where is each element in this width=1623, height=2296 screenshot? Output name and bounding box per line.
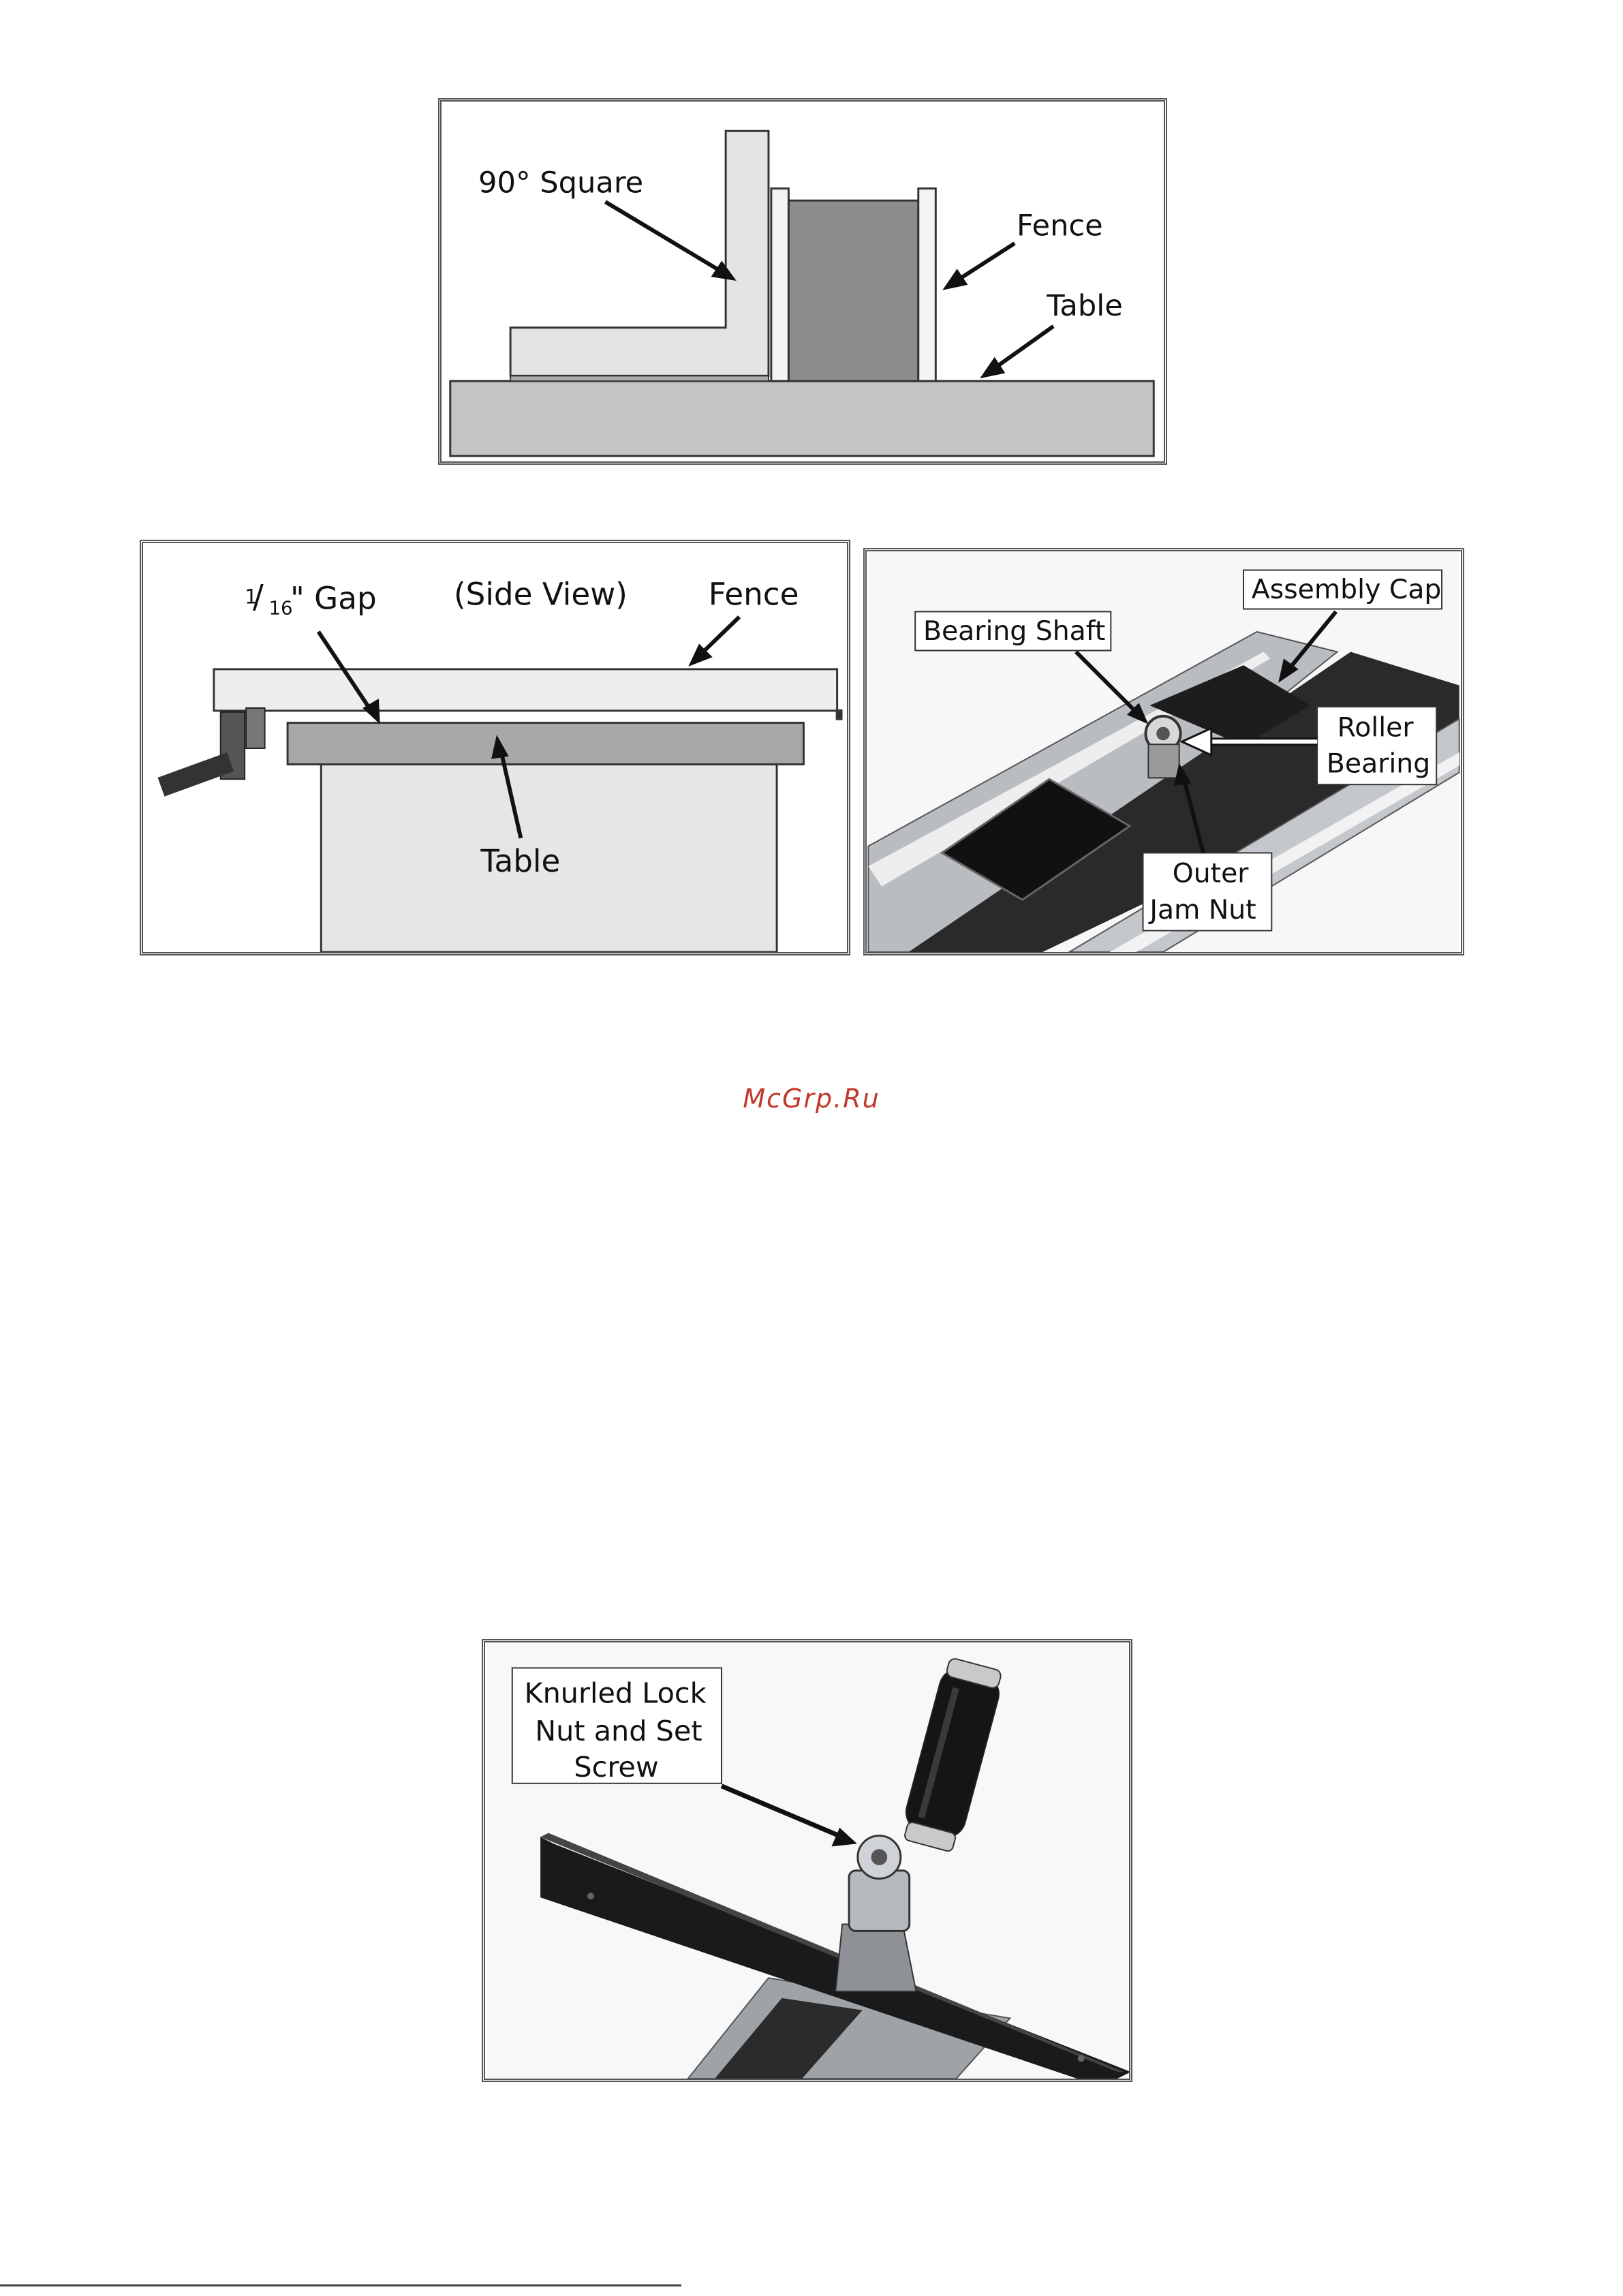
figure-roller-bearing: Bearing Shaft Assembly Cap Roller Bearin… (863, 548, 1464, 955)
label-knurled-lock: Knurled Lock (524, 1677, 706, 1710)
label-table: Table (1046, 289, 1123, 323)
label-jam-nut: Jam Nut (1147, 894, 1256, 925)
svg-text:/: / (253, 578, 264, 615)
label-assembly-cap: Assembly Cap (1252, 574, 1442, 605)
label-screw: Screw (574, 1751, 658, 1784)
label-outer: Outer (1173, 858, 1249, 889)
knurled-lock-nut-photo: Knurled Lock Nut and Set Screw (485, 1642, 1129, 2079)
arrow-icon (605, 202, 736, 281)
footer-rule (0, 2284, 681, 2286)
label-bearing: Bearing (1327, 748, 1430, 779)
figure-side-view-gap: 1 / 16 " Gap (Side View) Fence Table (140, 540, 850, 955)
label-bearing-shaft: Bearing Shaft (923, 615, 1105, 647)
square-fence-diagram: 90° Square Fence Table (442, 102, 1164, 461)
gap-label: " Gap (290, 580, 377, 616)
fence-bar (214, 669, 837, 711)
watermark-text: McGrp.Ru (0, 1084, 1623, 1114)
fence-body (788, 200, 918, 381)
gap-denominator: 16 (269, 597, 293, 619)
table-shape (450, 381, 1154, 456)
fence-right-face (918, 189, 936, 382)
roller-bearing-photo: Bearing Shaft Assembly Cap Roller Bearin… (867, 551, 1461, 952)
arrow-icon (942, 243, 1015, 290)
label-nut-and-set: Nut and Set (535, 1715, 702, 1747)
figure-knurled-lock-nut: Knurled Lock Nut and Set Screw (482, 1639, 1132, 2082)
label-fence: Fence (709, 576, 799, 612)
label-square: 90° Square (478, 166, 643, 200)
label-roller: Roller (1338, 711, 1415, 743)
arrow-icon (688, 617, 739, 667)
table-top (288, 723, 803, 765)
fence-left-face (771, 189, 789, 382)
figure-square-fence: 90° Square Fence Table (438, 98, 1167, 465)
label-table: Table (480, 843, 560, 879)
side-view-diagram: 1 / 16 " Gap (Side View) Fence Table (143, 543, 847, 952)
side-view-label: (Side View) (454, 576, 628, 612)
handle-icon (157, 708, 264, 797)
label-fence: Fence (1017, 209, 1103, 243)
arrow-icon (980, 326, 1053, 379)
